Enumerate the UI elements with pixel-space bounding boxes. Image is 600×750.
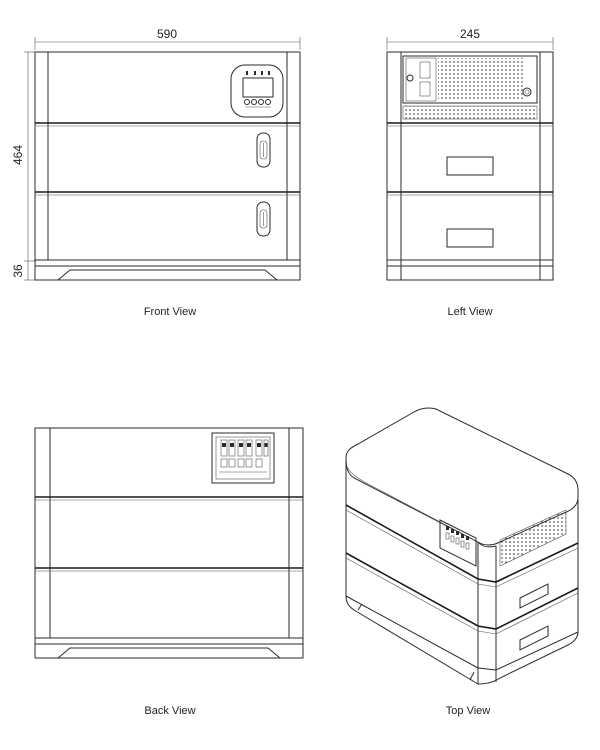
- iso-terminal-panel: [439, 519, 477, 567]
- iso-vent: [499, 509, 567, 567]
- left-width-label: 245: [460, 27, 480, 41]
- front-view: 590 464 36: [11, 27, 301, 318]
- height-base-label: 36: [11, 264, 25, 278]
- left-vent-panel: [402, 55, 538, 120]
- top-view: Top View: [345, 407, 579, 717]
- left-view: 245 Left View: [386, 27, 554, 318]
- front-width-dimension: 590: [34, 27, 301, 50]
- front-height-dimension: 464 36: [11, 51, 36, 281]
- front-view-caption: Front View: [144, 306, 196, 318]
- front-handle-lower: [256, 201, 271, 237]
- front-control-panel: [230, 64, 284, 118]
- left-base: [386, 259, 554, 281]
- front-base: [34, 259, 301, 281]
- top-view-caption: Top View: [446, 705, 490, 717]
- left-width-dimension: 245: [386, 27, 554, 50]
- back-body-outline: [34, 427, 304, 639]
- front-width-label: 590: [157, 27, 177, 41]
- front-handle-upper: [256, 132, 271, 168]
- back-view: Back View: [34, 427, 304, 717]
- back-base: [34, 637, 304, 659]
- iso-handle-slot-lower: [519, 625, 549, 651]
- back-terminal-panel: [211, 432, 275, 484]
- left-handle-slot-lower: [446, 228, 494, 248]
- left-handle-slot-upper: [446, 156, 494, 176]
- height-main-label: 464: [11, 145, 25, 165]
- back-view-caption: Back View: [144, 705, 195, 717]
- left-view-caption: Left View: [447, 306, 492, 318]
- iso-handle-slot-upper: [519, 583, 549, 609]
